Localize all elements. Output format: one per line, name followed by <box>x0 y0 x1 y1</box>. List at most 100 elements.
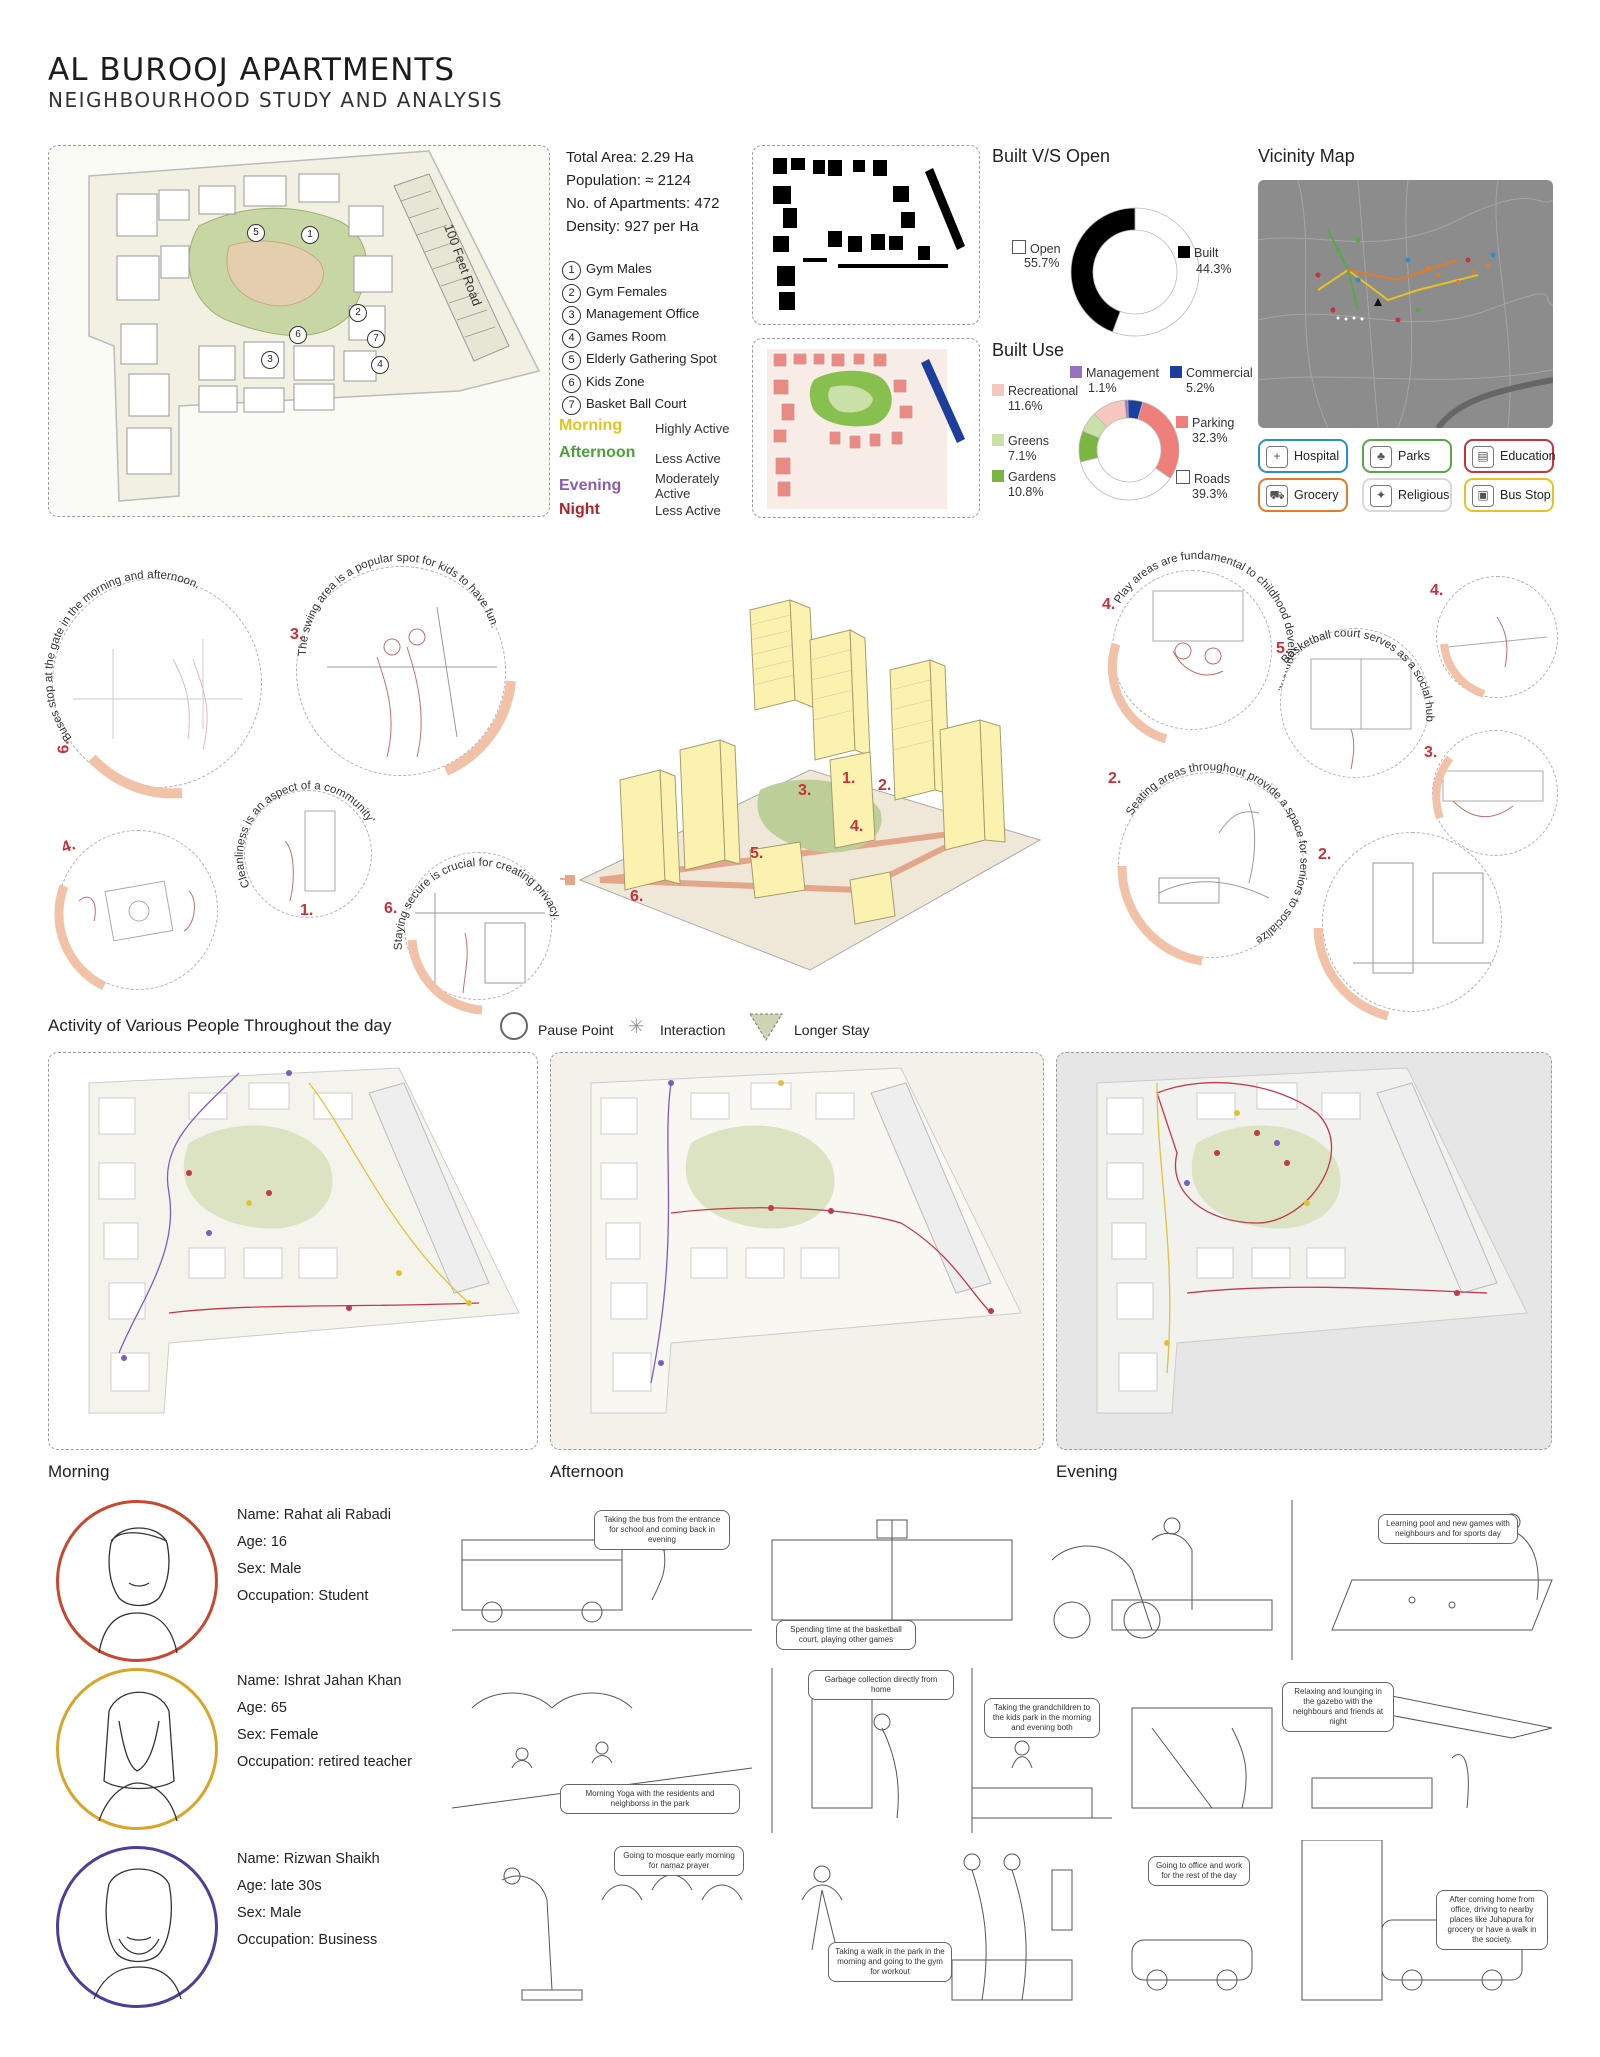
obs-seating-arc: Seating areas throughout provide a space… <box>1117 761 1309 966</box>
interaction-icon: ✳ <box>628 1016 645 1038</box>
education-icon: ▤ <box>1472 446 1494 468</box>
figure-ground-map <box>752 145 980 325</box>
site-stats: Total Area: 2.29 Ha Population: ≈ 2124 N… <box>566 149 720 235</box>
obs-number: 4. <box>1430 582 1444 599</box>
obs-bus-stop-circle <box>52 578 262 788</box>
scene-bubble: Going to office and work for the rest of… <box>1148 1856 1250 1886</box>
obs-fence-circle <box>1322 832 1502 1012</box>
activity-night-label: Night <box>559 501 600 518</box>
built-use-title: Built Use <box>992 340 1065 360</box>
svg-text:Buses stop at the gate in the: Buses stop at the gate in the morning an… <box>43 569 202 743</box>
legend-education: ▤Education <box>1464 439 1556 473</box>
built-value: 44.3% <box>1196 262 1232 276</box>
religious-icon: ✦ <box>1370 485 1392 507</box>
activity-section-title: Activity of Various People Throughout th… <box>48 1016 392 1035</box>
obs-courtyard-arc <box>1432 755 1454 820</box>
obs-swing-arc: The swing area is a popular spot for kid… <box>297 552 516 776</box>
slice-roads <box>1079 457 1171 501</box>
activity-map-evening <box>1056 1052 1552 1450</box>
grocery-icon: ⛟ <box>1266 485 1288 507</box>
plan-marker-6: 6 <box>289 324 307 344</box>
legend-bus-stop: ▣Bus Stop <box>1464 478 1554 512</box>
obs-number: 1. <box>300 902 314 919</box>
obs-play-circle <box>1112 570 1272 730</box>
obs-games-arc <box>54 884 107 991</box>
obs-number: 4. <box>1102 596 1116 613</box>
activity-evening-level: Moderately Active <box>655 471 720 501</box>
longer-stay-icon <box>749 1013 783 1041</box>
svg-text:Seating areas throughout provi: Seating areas throughout provide a space… <box>1124 761 1309 946</box>
activity-afternoon-label: Afternoon <box>559 444 636 461</box>
obs-number: 6. <box>384 900 398 917</box>
legend-interaction: Interaction <box>660 1022 726 1038</box>
site-plan-drawing: 100 Feet Road <box>88 150 541 502</box>
legend-pause-point: Pause Point <box>538 1022 614 1038</box>
legend-hospital: +Hospital <box>1258 439 1348 473</box>
slice-built <box>1070 207 1136 333</box>
scene-bubble: Spending time at the basketball court, p… <box>776 1620 916 1650</box>
obs-swing-circle <box>296 566 506 776</box>
scene-bubble: Going to mosque early morning for namaz … <box>614 1846 744 1876</box>
svg-text:Staying secure is crucial for: Staying secure is crucial for creating p… <box>393 857 563 950</box>
iso-marker: 6. <box>630 888 644 905</box>
avatar-ishrat <box>56 1668 218 1830</box>
legend-grocery: ⛟Grocery <box>1258 478 1348 512</box>
obs-courtyard-circle <box>1432 730 1558 856</box>
plan-marker-4: 4 <box>371 354 389 374</box>
obs-games-room-arc <box>1440 643 1486 698</box>
iso-marker: 3. <box>798 782 812 799</box>
obs-basketball-arc: Basketball court serves as a social hub … <box>1256 604 1435 726</box>
activity-night-level: Less Active <box>655 503 721 518</box>
obs-cleanliness-circle <box>244 790 372 918</box>
plan-marker-5: 5 <box>247 222 265 242</box>
iso-marker: 4. <box>850 818 864 835</box>
vicinity-title: Vicinity Map <box>1258 146 1355 166</box>
obs-number: 5. <box>1276 640 1290 657</box>
plan-marker-3: 3 <box>261 349 279 369</box>
scene-bubble: Taking the grandchildren to the kids par… <box>984 1698 1100 1738</box>
plan-marker-7: 7 <box>367 328 385 348</box>
legend-parks: ♣Parks <box>1362 439 1452 473</box>
hospital-icon: + <box>1266 446 1288 468</box>
iso-marker: 1. <box>842 770 856 787</box>
legend-religious: ✦Religious <box>1362 478 1452 512</box>
isometric-model: 3. 1. 2. 4. 5. 6. <box>519 580 1080 980</box>
land-use-map <box>752 338 980 518</box>
avatar-rizwan <box>56 1846 218 2008</box>
scene-bubble: Taking the bus from the entrance for sch… <box>594 1510 730 1550</box>
plan-marker-2: 2 <box>349 302 367 322</box>
svg-text:Basketball court serves as a s: Basketball court serves as a social hub … <box>1256 604 1435 726</box>
scene-bubble: Learning pool and new games with neighbo… <box>1378 1514 1518 1544</box>
open-label: Open <box>1012 240 1061 257</box>
activity-morning-level: Highly Active <box>655 421 730 436</box>
activity-map-morning <box>48 1052 538 1450</box>
scene-bubble: Taking a walk in the park in the morning… <box>828 1942 952 1982</box>
panel-label-evening: Evening <box>1056 1462 1118 1481</box>
built-open-title: Built V/S Open <box>992 146 1111 166</box>
bus-stop-icon: ▣ <box>1472 485 1494 507</box>
obs-games-circle <box>58 830 218 990</box>
panel-label-afternoon: Afternoon <box>550 1462 624 1481</box>
activity-map-afternoon <box>550 1052 1044 1450</box>
iso-marker: 5. <box>750 845 764 862</box>
plan-marker-1: 1 <box>301 224 319 244</box>
svg-text:Cleanliness is an aspect of a: Cleanliness is an aspect of a community'… <box>220 766 377 890</box>
page-title: AL BUROOJ APARTMENTS <box>48 52 456 88</box>
scene-bubble: Morning Yoga with the residents and neig… <box>560 1784 740 1814</box>
